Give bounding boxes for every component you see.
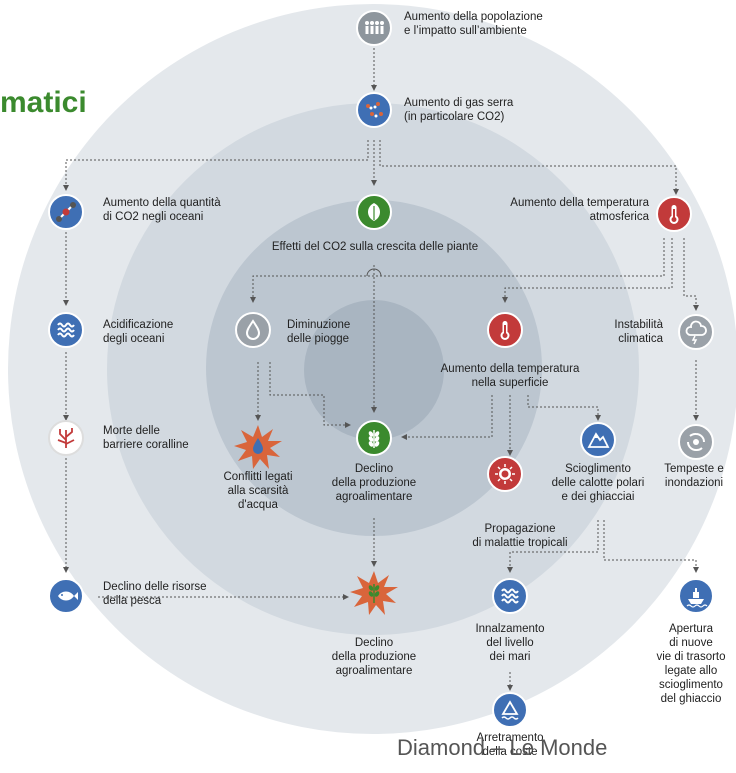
label-food-decline-1: Declino della produzione agroalimentare	[331, 463, 417, 503]
label-coral: Morte delle barriere coralline	[103, 425, 189, 451]
label-food-decline-2: Declino della produzione agroalimentare	[331, 637, 417, 677]
page-title: matici	[0, 86, 87, 119]
credit-text: Diamond – Le Monde	[397, 735, 608, 760]
label-plant-growth: Effetti del CO2 sulla crescita delle pia…	[271, 241, 479, 253]
burst-wheat-icon	[349, 570, 399, 616]
thermometer-icon	[656, 196, 692, 232]
label-ice-melt: Scioglimento delle calotte polari e dei …	[551, 463, 645, 503]
label-water-conflict: Conflitti legati alla scarsità d'acqua	[223, 471, 293, 511]
label-instability: Instabilità climatica	[614, 319, 663, 345]
molecules-icon	[356, 92, 392, 128]
label-coast-retreat: Arretramento della coste	[476, 732, 544, 758]
fish-icon	[48, 578, 84, 614]
wheat-icon	[356, 420, 392, 456]
virus-icon	[487, 456, 523, 492]
label-greenhouse: Aumento di gas serra (in particolare CO2…	[404, 97, 514, 123]
mountain-icon	[580, 422, 616, 458]
waves-icon	[48, 312, 84, 348]
label-co2-oceans: Aumento della quantità di CO2 negli ocea…	[103, 197, 221, 223]
label-less-rain: Diminuzione delle piogge	[287, 319, 351, 345]
label-acidification: Acidificazione degli oceani	[103, 319, 174, 345]
coral-icon	[48, 420, 84, 456]
label-population: Aumento della popolazione e l’impatto su…	[404, 11, 543, 37]
co2-molecule-icon	[48, 194, 84, 230]
burst-drop-icon	[233, 424, 283, 470]
label-sea-rise: Innalzamento del livello dei mari	[475, 623, 545, 663]
thermometer-icon	[487, 312, 523, 348]
storm-cloud-icon	[678, 314, 714, 350]
hurricane-icon	[678, 424, 714, 460]
ship-icon	[678, 578, 714, 614]
label-tropical-disease: Propagazione di malattie tropicali	[472, 523, 568, 549]
waves-icon	[492, 578, 528, 614]
coast-icon	[492, 692, 528, 728]
label-new-routes: Apertura di nuove vie di trasorto legate…	[656, 623, 726, 705]
leaf-icon	[356, 194, 392, 230]
label-atmo-temp: Aumento della temperatura atmosferica	[510, 197, 649, 223]
drop-icon	[235, 312, 271, 348]
label-fish-decline: Declino delle risorse della pesca	[103, 581, 207, 607]
label-surface-temp: Aumento della temperatura nella superfic…	[440, 363, 580, 389]
label-storms: Tempeste e inondazioni	[664, 463, 724, 489]
crowd-icon	[356, 10, 392, 46]
